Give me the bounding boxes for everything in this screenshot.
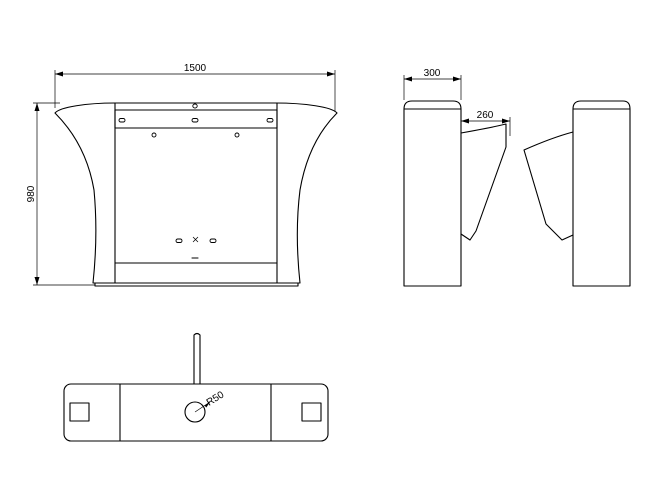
mounting-hole	[192, 103, 198, 109]
mounting-hole	[234, 132, 240, 138]
mounting-slot	[191, 118, 199, 123]
width-dimension: 1500	[54, 63, 336, 112]
flap-wing	[460, 123, 507, 241]
side-view-left: 300 260	[403, 68, 511, 287]
side-cabinet	[403, 100, 462, 287]
mounting-slot	[175, 238, 183, 243]
top-outline	[63, 383, 329, 442]
height-dimension-label: 980	[26, 185, 37, 202]
side-cabinet	[572, 100, 631, 287]
front-view: 1500 980	[26, 63, 338, 287]
width-dimension-label: 1500	[184, 63, 207, 74]
cabinet-base	[94, 282, 299, 287]
square-cutout	[301, 402, 322, 422]
mounting-hole	[151, 132, 157, 138]
mounting-slot	[118, 118, 126, 123]
center-mark	[192, 236, 199, 243]
square-cutout	[69, 402, 90, 422]
depth-dimension-label: 300	[424, 68, 441, 79]
mounting-slot	[266, 118, 274, 123]
wing-dimension: 260	[461, 110, 511, 136]
depth-dimension: 300	[403, 68, 462, 100]
cabinet-outline	[54, 102, 338, 284]
top-view: R50	[63, 332, 329, 442]
radius-dimension-label: R50	[205, 389, 227, 408]
flap-wing	[523, 131, 574, 241]
height-dimension: 980	[26, 102, 95, 286]
center-hole	[184, 401, 206, 423]
wing-dimension-label: 260	[477, 110, 494, 121]
post	[193, 332, 201, 385]
mounting-slot	[209, 238, 217, 243]
side-view-right	[523, 100, 631, 287]
